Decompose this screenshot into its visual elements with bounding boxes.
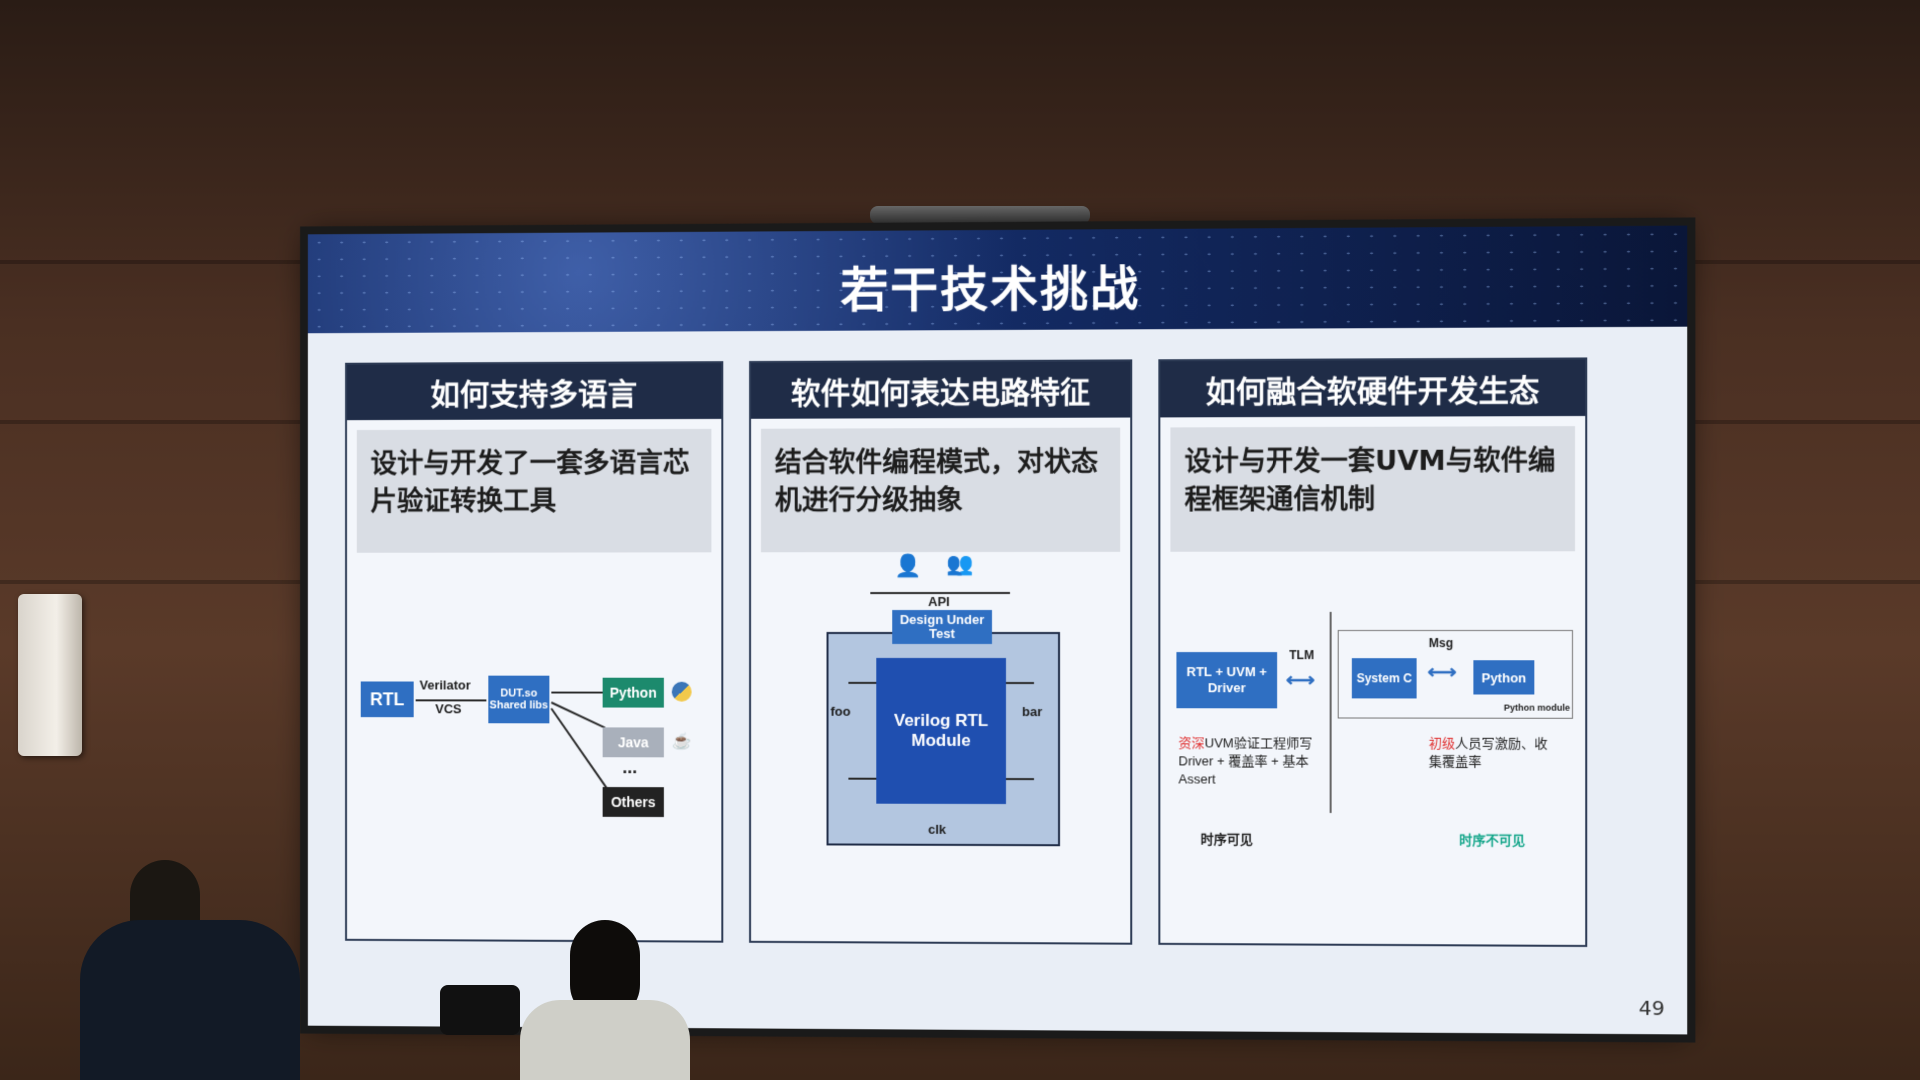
python-icon: [671, 681, 692, 702]
projection-screen: 若干技术挑战 如何支持多语言 设计与开发了一套多语言芯片验证转换工具 RTL V…: [307, 225, 1688, 1035]
verilator-label: Verilator: [419, 677, 471, 693]
panel-subtitle: 设计与开发了一套多语言芯片验证转换工具: [356, 428, 712, 553]
slide-title: 若干技术挑战: [840, 261, 1141, 319]
java-icon: ☕: [671, 733, 692, 751]
more-dots: ...: [622, 757, 638, 778]
connector: [550, 707, 609, 791]
panel-subtitle: 结合软件编程模式，对状态机进行分级抽象: [760, 427, 1121, 553]
others-box: Others: [602, 787, 664, 818]
rtl-uvm-driver-box: RTL + UVM + Driver: [1176, 652, 1278, 709]
panel-heading: 如何融合软硬件开发生态: [1160, 359, 1586, 418]
dut-shared-libs-box: DUT.so Shared libs: [488, 675, 550, 724]
python-module-label: Python module: [1503, 702, 1570, 713]
timing-invisible-label: 时序不可见: [1459, 832, 1526, 848]
output-arrow: [1005, 778, 1035, 781]
api-label: API: [928, 594, 950, 610]
rtl-box: RTL: [360, 681, 414, 718]
panel-multi-language: 如何支持多语言 设计与开发了一套多语言芯片验证转换工具 RTL Verilato…: [345, 361, 724, 943]
panel-heading: 如何支持多语言: [347, 363, 722, 421]
wall-speaker: [18, 594, 82, 756]
user-icon: 👤: [894, 553, 922, 579]
systemc-box: System C: [1351, 658, 1417, 699]
screen-rail: [870, 206, 1090, 224]
connector: [551, 691, 603, 694]
divider: [1329, 611, 1332, 813]
panel-heading: 软件如何表达电路特征: [751, 361, 1131, 419]
panel-ecosystem: 如何融合软硬件开发生态 设计与开发一套UVM与软件编程框架通信机制 RTL + …: [1158, 357, 1588, 947]
msg-label: Msg: [1428, 636, 1454, 651]
communication-diagram: RTL + UVM + Driver TLM ⟷ Msg System C ⟷ …: [1170, 551, 1575, 935]
foo-label: foo: [830, 703, 851, 719]
tlm-label: TLM: [1289, 648, 1315, 663]
language-diagram: RTL Verilator VCS DUT.so Shared libs Pyt…: [357, 552, 712, 930]
users-group-icon: 👥: [946, 551, 974, 577]
left-note-highlight: 资深: [1178, 735, 1205, 751]
tlm-arrow-icon: ⟷: [1285, 668, 1315, 691]
camera: [440, 985, 520, 1035]
connector: [550, 701, 606, 729]
abstraction-diagram: 👤 👥 API Design Under Test Verilog RTL Mo…: [761, 551, 1120, 933]
msg-arrow-icon: ⟷: [1427, 660, 1457, 683]
right-note: 初级人员写激励、收集覆盖率: [1429, 735, 1551, 772]
python-box: Python: [602, 677, 664, 708]
panel-subtitle: 设计与开发一套UVM与软件编程框架通信机制: [1170, 426, 1576, 552]
presenter-body: [80, 920, 300, 1080]
input-arrow: [848, 681, 877, 684]
panel-circuit-features: 软件如何表达电路特征 结合软件编程模式，对状态机进行分级抽象 👤 👥 API D…: [749, 359, 1133, 945]
verilog-rtl-module-box: Verilog RTL Module: [876, 657, 1006, 805]
design-under-test-box: Design Under Test: [892, 609, 992, 645]
left-note: 资深UVM验证工程师写Driver + 覆盖率 + 基本Assert: [1178, 734, 1319, 789]
output-arrow: [1005, 682, 1035, 685]
java-box: Java: [602, 727, 664, 758]
audience-shoulders: [520, 1000, 690, 1080]
bar-label: bar: [1021, 704, 1043, 720]
clk-label: clk: [928, 821, 947, 837]
vcs-label: VCS: [435, 701, 462, 717]
timing-visible-label: 时序可见: [1200, 831, 1253, 847]
right-note-highlight: 初级: [1428, 735, 1456, 751]
page-number: 49: [1638, 995, 1665, 1021]
input-arrow: [848, 777, 877, 780]
python-box: Python: [1473, 660, 1535, 695]
